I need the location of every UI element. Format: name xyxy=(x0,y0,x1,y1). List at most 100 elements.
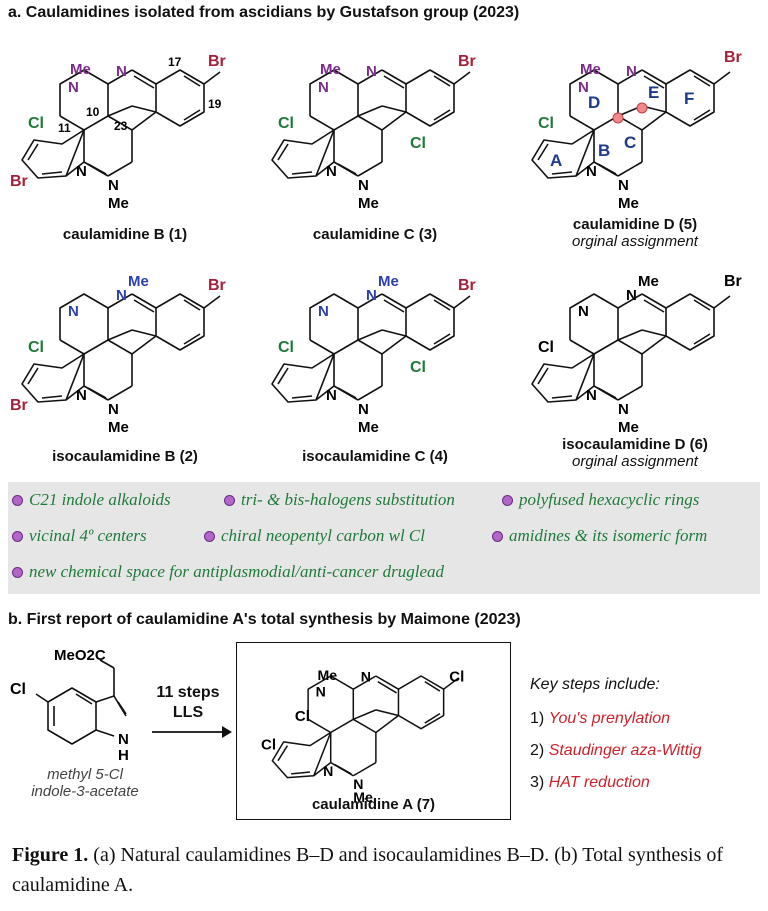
atom-cl: Cl xyxy=(261,736,276,753)
atom-h: H xyxy=(118,747,129,764)
ring-label-f: F xyxy=(684,89,694,108)
atom-n: N xyxy=(366,63,377,80)
atom-me: Me xyxy=(320,61,341,78)
locant-17: 17 xyxy=(168,55,182,69)
bullet-icon xyxy=(12,530,23,542)
highlight-dot xyxy=(612,112,624,124)
bullet-icon xyxy=(12,494,23,506)
lls-label: LLS xyxy=(172,704,204,721)
atom-n: N xyxy=(626,63,637,80)
atom-br: Br xyxy=(208,53,226,70)
section-b-heading: b. First report of caulamidine A's total… xyxy=(8,611,521,628)
atom-n: N xyxy=(353,776,363,792)
atom-n: N xyxy=(586,387,597,404)
atom-n: N xyxy=(108,177,119,194)
label-caulamidine-a: caulamidine A (7) xyxy=(311,796,436,813)
feature-item: C21 indole alkaloids xyxy=(12,490,171,510)
atom-me: Me xyxy=(378,273,399,290)
atom-br: Br xyxy=(10,397,28,414)
atom-n: N xyxy=(618,401,629,418)
structure-caulamidine-b: Me N N Br Br Cl N N Me 17 19 11 10 23 xyxy=(10,53,226,212)
label-caulamidine-c: caulamidine C (3) xyxy=(312,226,438,243)
figure-caption: Figure 1. (a) Natural caulamidines B–D a… xyxy=(12,840,752,900)
atom-cl: Cl xyxy=(10,681,26,698)
bullet-icon xyxy=(12,566,23,578)
atom-me: Me xyxy=(358,419,379,436)
feature-item: chiral neopentyl carbon wl Cl xyxy=(204,526,425,546)
caption-text: (a) Natural caulamidines B–D and isocaul… xyxy=(12,844,724,896)
feature-item: amidines & its isomeric form xyxy=(492,526,707,546)
atom-cl: Cl xyxy=(410,359,426,376)
atom-n: N xyxy=(116,63,127,80)
atom-cl: Cl xyxy=(28,115,44,132)
caption-label: Figure 1. xyxy=(12,844,89,866)
section-a-heading: a. Caulamidines isolated from ascidians … xyxy=(8,4,520,21)
atom-n: N xyxy=(578,303,589,320)
atom-n: N xyxy=(323,763,333,779)
starting-material-name: methyl 5-Cl indole-3-acetate xyxy=(31,766,139,800)
atom-cl: Cl xyxy=(410,135,426,152)
atom-me: Me xyxy=(580,61,601,78)
locant-23: 23 xyxy=(114,119,128,133)
key-steps-title: Key steps include: xyxy=(530,676,660,693)
label-isocaulamidine-c: isocaulamidine C (4) xyxy=(302,448,448,465)
ring-label-c: C xyxy=(624,133,636,152)
feature-item: polyfused hexacyclic rings xyxy=(502,490,699,510)
atom-me: Me xyxy=(358,195,379,212)
structure-isocaulamidine-c: N N Me Br Cl Cl N N Me xyxy=(271,273,476,436)
atom-n: N xyxy=(326,387,337,404)
structure-caulamidine-a: Me N N Cl Cl Cl N N Me xyxy=(261,667,464,805)
locant-10: 10 xyxy=(86,105,100,119)
ring-label-e: E xyxy=(648,83,659,102)
label-isocaulamidine-d: isocaulamidine D (6) orginal assignment xyxy=(510,436,760,470)
structure-caulamidine-c: Me N N Br Cl Cl N N Me xyxy=(271,53,476,212)
atom-me: Me xyxy=(70,61,91,78)
ring-label-d: D xyxy=(588,93,600,112)
atom-me: Me xyxy=(108,195,129,212)
structure-starting-material: MeO2C Cl N H xyxy=(10,647,129,764)
atom-n: N xyxy=(68,303,79,320)
atom-br: Br xyxy=(10,173,28,190)
feature-item: tri- & bis-halogens substitution xyxy=(224,490,455,510)
atom-n: N xyxy=(76,387,87,404)
atom-me: Me xyxy=(618,195,639,212)
atom-n: N xyxy=(116,287,127,304)
bullet-icon xyxy=(492,530,503,542)
highlight-dot xyxy=(636,102,648,114)
atom-cl: Cl xyxy=(295,708,310,725)
atom-n: N xyxy=(326,163,337,180)
atom-me: Me xyxy=(638,273,659,290)
atom-n: N xyxy=(578,79,589,96)
key-step: 3) HAT reduction xyxy=(530,774,650,791)
atom-cl: Cl xyxy=(28,339,44,356)
reaction-arrow xyxy=(152,726,232,738)
atom-n: N xyxy=(118,731,129,748)
structure-isocaulamidine-d: N N Me Br Cl N N Me xyxy=(531,273,742,436)
atom-n: N xyxy=(316,684,326,700)
locant-11: 11 xyxy=(58,121,71,135)
atom-me: Me xyxy=(618,419,639,436)
isocaulamidine-d-name: isocaulamidine D (6) xyxy=(562,436,708,453)
atom-n: N xyxy=(618,177,629,194)
locant-19: 19 xyxy=(208,97,222,111)
caulamidine-d-note: orginal assignment xyxy=(572,233,698,250)
atom-n: N xyxy=(68,79,79,96)
key-step: 2) Staudinger aza-Wittig xyxy=(530,742,702,759)
atom-cl: Cl xyxy=(449,669,464,686)
product-box xyxy=(236,642,511,820)
atom-n: N xyxy=(358,177,369,194)
atom-n: N xyxy=(626,287,637,304)
atom-n: N xyxy=(361,669,371,685)
atom-n: N xyxy=(76,163,87,180)
atom-cl: Cl xyxy=(538,339,554,356)
atom-me: Me xyxy=(108,419,129,436)
atom-n: N xyxy=(366,287,377,304)
features-panel: C21 indole alkaloids tri- & bis-halogens… xyxy=(8,482,760,594)
atom-me: Me xyxy=(318,667,338,683)
atom-n: N xyxy=(358,401,369,418)
label-caulamidine-b: caulamidine B (1) xyxy=(62,226,188,243)
label-isocaulamidine-b: isocaulamidine B (2) xyxy=(52,448,198,465)
atom-br: Br xyxy=(208,277,226,294)
steps-label: 11 steps xyxy=(156,684,220,701)
atom-n: N xyxy=(318,79,329,96)
